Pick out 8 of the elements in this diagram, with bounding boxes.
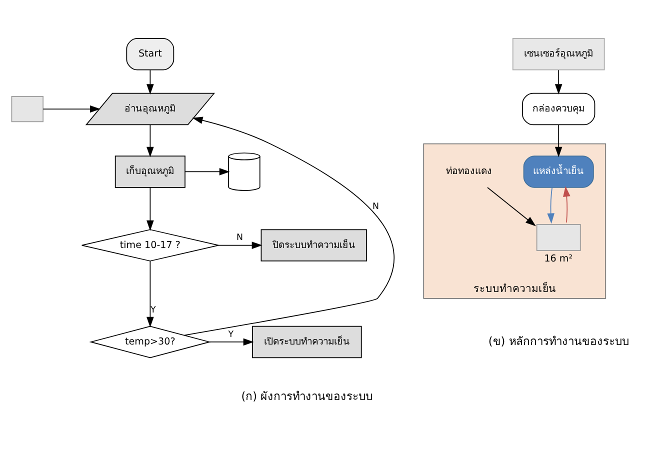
label: (ก) ผังการทำงานของระบบ: [241, 388, 373, 402]
label: (ข) หลักการทำงานของระบบ: [488, 333, 629, 348]
edge-label: N: [236, 232, 244, 243]
node-label: 16 m²: [544, 253, 573, 264]
edge-label: N: [372, 201, 379, 212]
edge-label: Y: [150, 304, 156, 315]
node-text: ท่อทองแดง: [446, 166, 492, 177]
edge-label: Y: [228, 329, 234, 340]
